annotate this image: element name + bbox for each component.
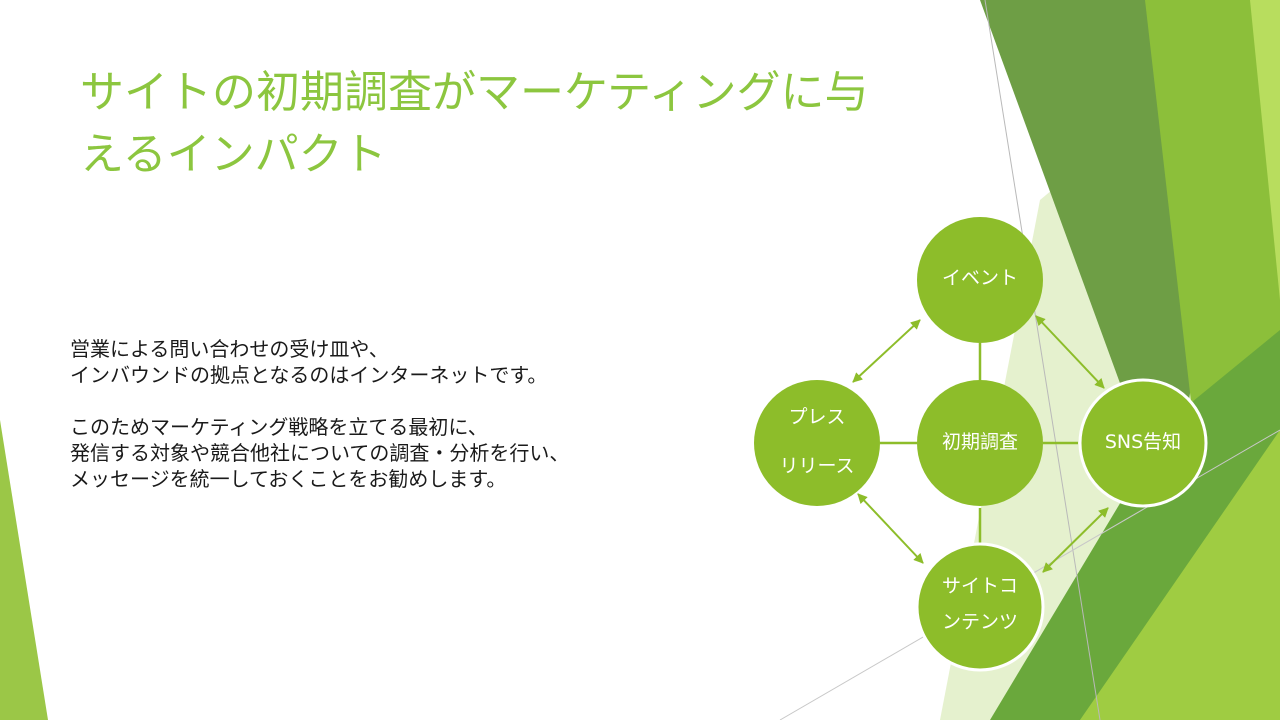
node-left-label-line1: プレス (788, 406, 845, 428)
title-line-1: サイトの初期調査がマーケティングに与 (80, 67, 869, 118)
node-right-circle (1078, 378, 1208, 508)
node-bottom-circle (915, 542, 1045, 672)
node-center-label: 初期調査 (942, 431, 1018, 453)
node-top-circle (917, 217, 1043, 343)
node-top-label: イベント (942, 267, 1018, 289)
cycle-arrows (852, 315, 1109, 573)
body-line: このためマーケティング戦略を立てる最初に、 (70, 415, 488, 439)
arrow-left-bottom (857, 493, 924, 564)
spoke-connectors (880, 343, 1078, 545)
node-bottom: サイトコ ンテンツ (915, 542, 1045, 672)
node-left-label-line2: リリース (779, 455, 854, 477)
body-line: メッセージを統一しておくことをお勧めします。 (70, 467, 507, 491)
arrow-top-left (852, 319, 921, 383)
node-center: 初期調査 (917, 380, 1043, 506)
bottom-bright-wedge (1080, 430, 1280, 720)
right-bright-strip (1250, 0, 1280, 300)
arrow-top-right (1035, 315, 1105, 389)
body-line: 発信する対象や競合他社についての調査・分析を行い、 (70, 441, 570, 465)
title-line-2: えるインパクト (80, 129, 387, 180)
body-line: インバウンドの拠点となるのはインターネットです。 (70, 363, 548, 387)
node-left: プレス リリース (754, 380, 880, 506)
body-text: 営業による問い合わせの受け皿や、 インバウンドの拠点となるのはインターネットです… (70, 336, 710, 492)
node-right-label: SNS告知 (1105, 431, 1181, 453)
arrow-right-bottom (1042, 507, 1109, 573)
body-line: 営業による問い合わせの受け皿や、 (70, 337, 389, 361)
node-bottom-label-line1: サイトコ (942, 575, 1018, 597)
node-right: SNS告知 (1078, 378, 1208, 508)
left-bottom-wedge (0, 420, 48, 720)
node-bottom-label-line2: ンテンツ (942, 611, 1018, 633)
node-left-circle (754, 380, 880, 506)
node-center-circle (917, 380, 1043, 506)
slide-title: サイトの初期調査がマーケティングに与 えるインパクト (80, 62, 980, 186)
node-top: イベント (917, 217, 1043, 343)
